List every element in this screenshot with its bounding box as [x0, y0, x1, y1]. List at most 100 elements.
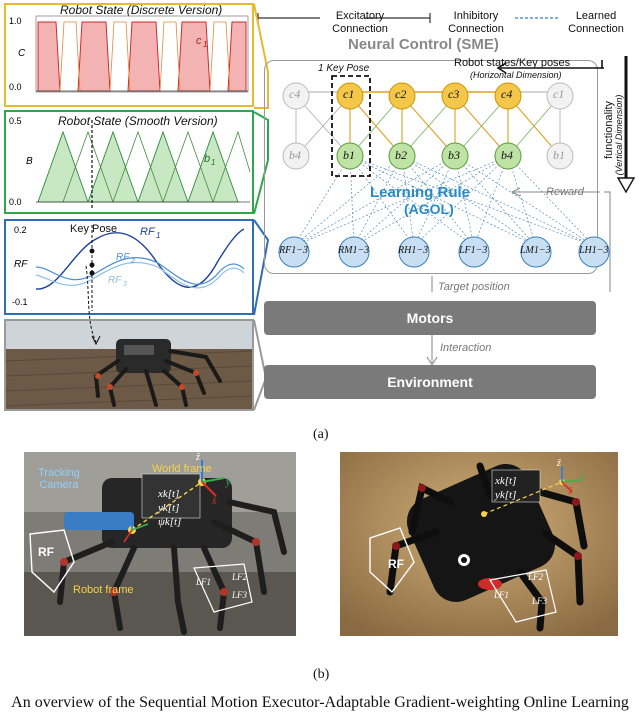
vertical-dimension-label: (Vertical Dimension)	[614, 94, 624, 176]
svg-text:0.0: 0.0	[9, 197, 22, 207]
discrete-state-panel	[4, 3, 254, 107]
c-neuron-3: c3	[448, 87, 460, 101]
keypose-pointer	[85, 265, 101, 346]
sim-leg-label-lf1: LF1	[494, 590, 510, 600]
learning-rule-label: Learning Rule	[370, 184, 471, 201]
subfigure-label-a: (a)	[313, 427, 329, 442]
tracking-photo	[24, 452, 296, 636]
c-neuron-4: c4	[501, 87, 513, 101]
reward-label: Reward	[546, 186, 584, 198]
sim-state-vector: xk[t] yk[t]	[495, 474, 516, 502]
robot-photo	[6, 321, 252, 409]
interaction-label: Interaction	[440, 342, 492, 354]
b-neuron-4: b4	[501, 148, 513, 162]
smooth-plot-title: Robot State (Smooth Version)	[58, 114, 218, 128]
subfigure-label-b: (b)	[313, 667, 330, 682]
c-neuron-0: c4	[289, 87, 301, 101]
svg-text:C: C	[18, 48, 26, 59]
discrete-plot-title: Robot State (Discrete Version)	[60, 3, 223, 17]
c-neuron-1: c1	[343, 87, 355, 101]
neural-control-title: Neural Control (SME)	[348, 36, 499, 53]
robot-states-label: Robot states/Key poses	[454, 57, 571, 69]
environment-box: Environment	[264, 365, 596, 399]
smooth-state-panel	[4, 110, 254, 214]
connection-legend	[257, 13, 560, 23]
svg-text:1: 1	[203, 40, 207, 49]
discrete-plot: 1.0 0.0 C c 1	[9, 15, 249, 93]
b-neuron-0: b4	[289, 148, 301, 162]
agol-label: (AGOL)	[404, 201, 454, 217]
svg-text:RF: RF	[14, 259, 28, 270]
legend-learned: Learned Connection	[568, 10, 624, 35]
output-neuron-lf: LF1−3	[459, 245, 488, 256]
key-pose-label: 1 Key Pose	[318, 63, 370, 74]
svg-text:RF: RF	[116, 252, 130, 263]
target-position-label: Target position	[438, 281, 510, 293]
functionality-label-wrap: functionality (Vertical Dimension)	[590, 86, 624, 196]
sim-state-x: xk[t]	[495, 475, 517, 487]
svg-text:1.0: 1.0	[9, 16, 22, 26]
smooth-plot: 0.5 0.0 B b 1	[9, 116, 251, 210]
network-panel	[264, 60, 598, 274]
simulation-render	[340, 452, 618, 636]
tracking-camera-device	[64, 512, 134, 530]
robot-body	[116, 339, 171, 373]
output-neuron-lm: LM1−3	[520, 245, 551, 256]
svg-text:b: b	[204, 153, 210, 165]
axis-y-label: ŷ	[226, 477, 231, 488]
sim-leg-label-lf3: LF3	[532, 596, 548, 606]
b-neuron-5: b1	[553, 148, 565, 162]
robot-frame-label: Robot frame	[73, 584, 134, 596]
rf-leg-label: RF	[38, 545, 54, 559]
output-neuron-rf: RF1−3	[279, 245, 308, 256]
axis-z-label: ẑ	[196, 452, 200, 463]
robot-photo-panel	[4, 319, 254, 411]
svg-text:B: B	[26, 156, 33, 167]
horizontal-dimension-label: (Horizontal Dimension)	[470, 70, 562, 80]
motors-box: Motors	[264, 301, 596, 335]
svg-text:3: 3	[123, 281, 127, 288]
svg-text:1: 1	[156, 231, 160, 240]
legend-inhibitory: Inhibitory Connection	[448, 10, 504, 35]
network-graph	[278, 56, 636, 292]
b-neuron-1: b1	[343, 148, 355, 162]
output-neuron-rm: RM1−3	[338, 245, 370, 256]
svg-text:-0.1: -0.1	[12, 297, 28, 307]
interaction-arrow	[426, 335, 438, 365]
keypose-panel	[4, 219, 254, 315]
svg-text:2: 2	[130, 258, 135, 265]
legend-excitatory: Excitatory Connection	[332, 10, 388, 35]
keypose-plot: 0.2 -0.1 RF RF 1 RF 2 RF 3	[12, 225, 245, 311]
svg-text:0.2: 0.2	[14, 225, 27, 235]
leg-label-lf1: LF1	[196, 577, 212, 587]
output-neuron-lh: LH1−3	[579, 245, 609, 256]
state-psi: ψk[t]	[158, 516, 182, 528]
state-x: xk[t]	[158, 488, 180, 500]
svg-text:0.0: 0.0	[9, 82, 22, 92]
sim-axis-x-label: x̂	[568, 486, 573, 497]
svg-text:1: 1	[211, 158, 215, 167]
sim-axis-y-label: ŷ	[580, 473, 585, 484]
sim-leg-label-lf2: LF2	[528, 572, 544, 582]
c-neuron-2: c2	[395, 87, 407, 101]
output-neuron-rh: RH1−3	[398, 245, 429, 256]
world-frame-label: World frame	[152, 463, 212, 475]
keypose-title: Key Pose	[70, 223, 118, 235]
svg-text:c: c	[196, 35, 202, 47]
svg-text:RF: RF	[140, 226, 156, 238]
b-neuron-2: b2	[395, 148, 407, 162]
tracking-camera-label: Tracking Camera	[38, 467, 80, 491]
svg-text:RF: RF	[108, 275, 122, 286]
leg-label-lf2: LF2	[232, 572, 248, 582]
axis-x-label: x̂	[212, 496, 217, 507]
svg-text:0.5: 0.5	[9, 116, 22, 126]
state-y: yk[t]	[158, 502, 180, 514]
b-neuron-3: b3	[448, 148, 460, 162]
leg-label-lf3: LF3	[232, 590, 248, 600]
sim-rf-leg-label: RF	[388, 557, 404, 571]
c-neuron-5: c1	[553, 87, 565, 101]
state-vector: xk[t] yk[t] ψk[t]	[158, 487, 181, 529]
sim-state-y: yk[t]	[495, 489, 517, 501]
panel-connectors	[254, 3, 270, 411]
sim-axis-z-label: ẑ	[557, 458, 561, 469]
